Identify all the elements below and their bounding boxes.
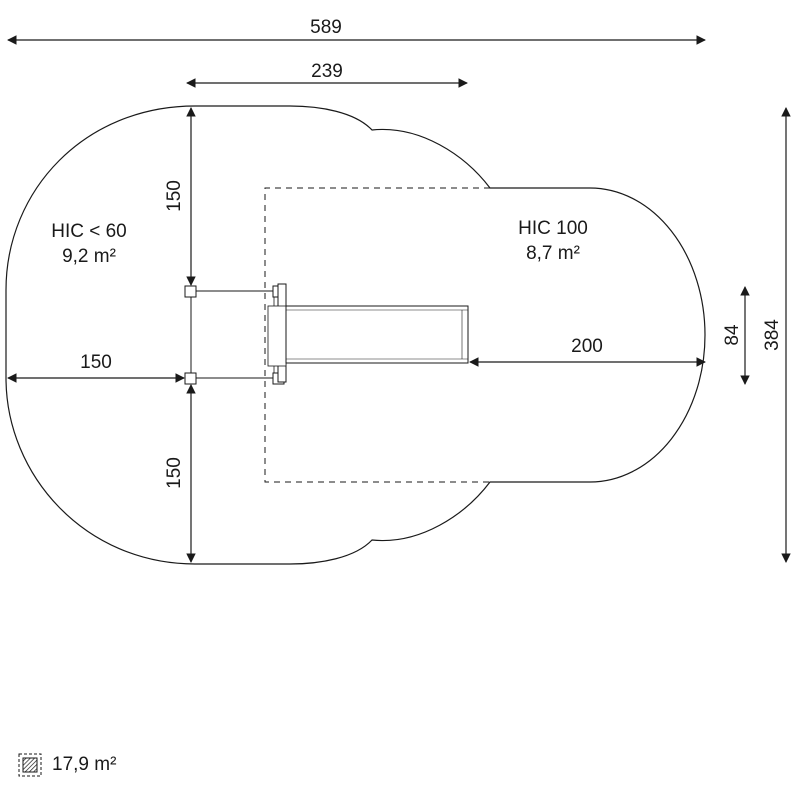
legend: 17,9 m²	[18, 752, 116, 778]
slide-zone-dashed	[264, 187, 490, 483]
dim-slide-runout: 200	[571, 336, 603, 357]
dim-slide-width: 84	[722, 324, 743, 346]
dim-height: 384	[762, 319, 783, 351]
hatched-area-icon	[18, 753, 42, 777]
dim-total-width: 589	[310, 17, 342, 38]
zone-left-hic: HIC < 60	[51, 221, 127, 242]
safety-area-outline	[5, 105, 706, 565]
zone-left-area: 9,2 m²	[62, 246, 116, 267]
dim-left-lower: 150	[164, 457, 185, 489]
slide	[267, 305, 469, 367]
zone-right-hic: HIC 100	[518, 218, 588, 239]
legend-total-area: 17,9 m²	[52, 754, 117, 775]
dim-top-width: 239	[311, 61, 343, 82]
dim-left-upper: 150	[164, 180, 185, 212]
dim-left-horizontal: 150	[80, 352, 112, 373]
zone-right-area: 8,7 m²	[526, 243, 580, 264]
